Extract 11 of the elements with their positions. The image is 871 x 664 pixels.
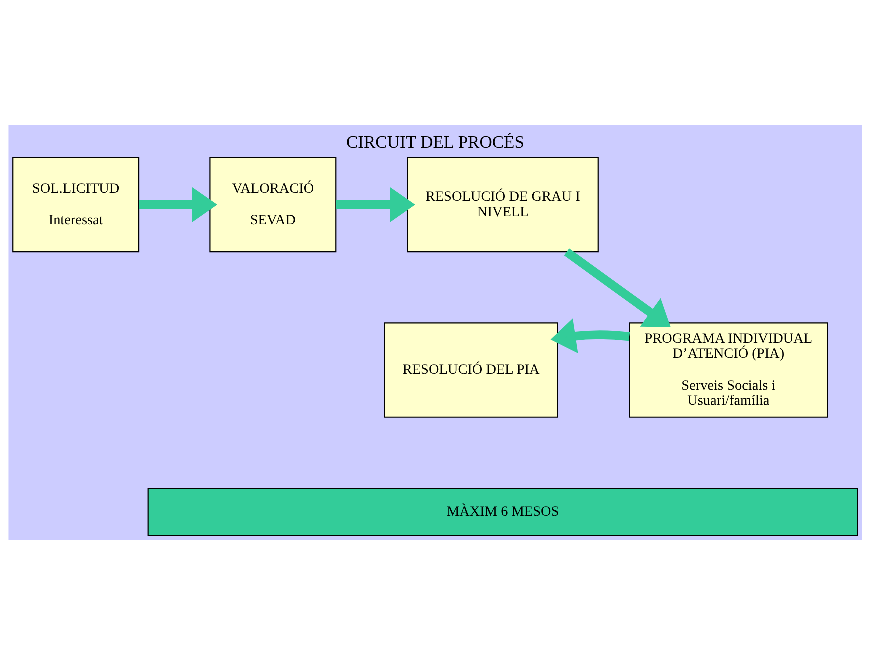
arrow xyxy=(564,248,671,327)
diagram-title: CIRCUIT DEL PROCÉS xyxy=(346,131,524,152)
arrow xyxy=(550,318,630,353)
node-box: RESOLUCIÓ DE GRAU I NIVELL xyxy=(407,156,599,252)
node-box: PROGRAMA INDIVIDUAL D’ATENCIÓ (PIA) Serveis Socials i Usuari/família xyxy=(629,322,828,418)
node-box: RESOLUCIÓ DEL PIA xyxy=(384,322,558,418)
node-box: VALORACIÓ SEVAD xyxy=(210,156,337,252)
node-box: SOL.LICITUD Interessat xyxy=(12,156,140,252)
arrow xyxy=(139,186,218,222)
arrow xyxy=(336,186,416,222)
node-box: MÀXIM 6 MESOS xyxy=(148,487,858,536)
